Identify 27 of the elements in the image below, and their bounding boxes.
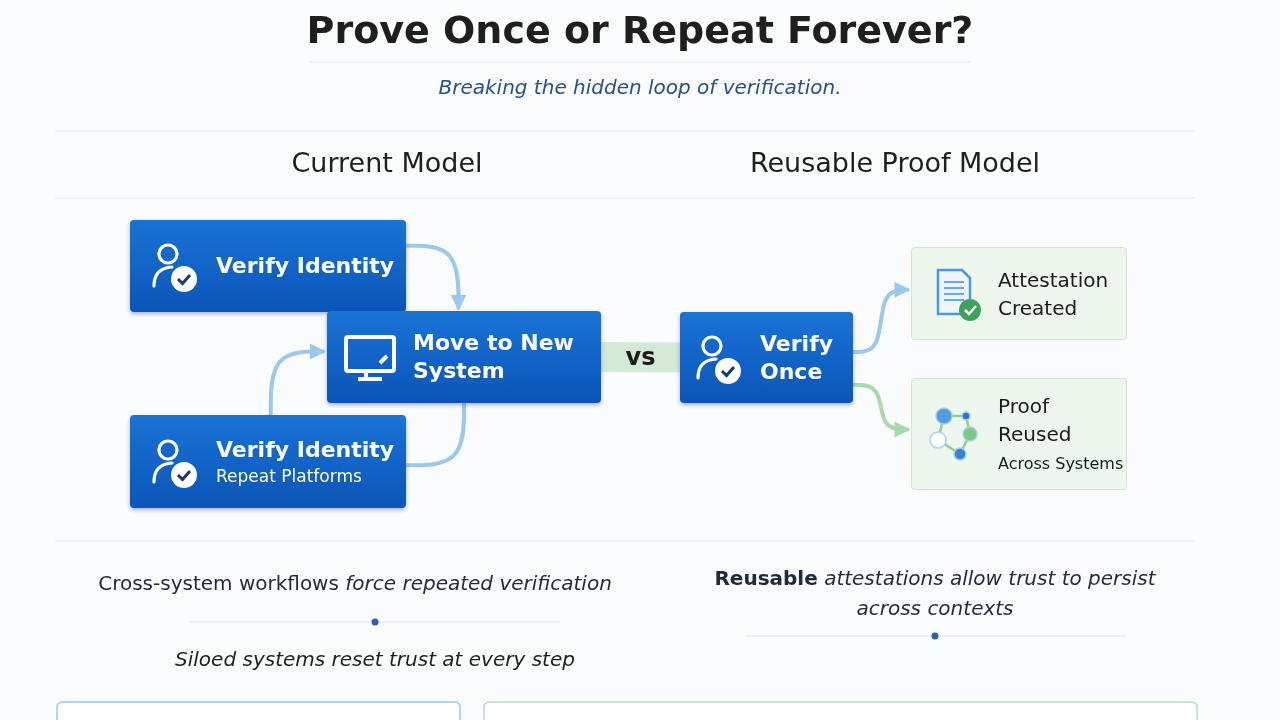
result-card [911,378,1127,490]
node-label: Verify Identity [216,252,395,280]
node-label: Move to New System [413,329,575,385]
section-heading: Reusable Proof Model [748,148,1042,178]
note-text: Siloed systems reset trust at every step [174,646,576,673]
process-box [130,220,406,312]
summary-text: Reusable attestations allow trust to persist across contexts [713,565,1157,622]
edge-label: vs [624,342,657,373]
node-subtext: Across Systems [998,453,1125,475]
arrow [853,281,911,355]
arrow [853,382,911,438]
result-card [911,247,1127,340]
process-box [130,415,406,508]
node-label: Verify Identity [216,435,395,464]
connector-band [600,342,681,373]
arrow [406,243,467,311]
node-label: Proof Reused [998,393,1073,448]
process-box [680,312,853,403]
node-subtext: Repeat Platforms [216,464,363,488]
node-label: Attestation Created [998,266,1110,322]
process-box [327,311,601,403]
arrow [268,343,326,415]
title: Prove Once or Repeat Forever? [305,8,975,52]
subtitle: Breaking the hidden loop of verification. [437,75,843,99]
node-label: Verify Once [760,329,835,386]
summary-text: Cross-system workflows force repeated verification [97,570,613,597]
section-heading: Current Model [290,148,484,178]
